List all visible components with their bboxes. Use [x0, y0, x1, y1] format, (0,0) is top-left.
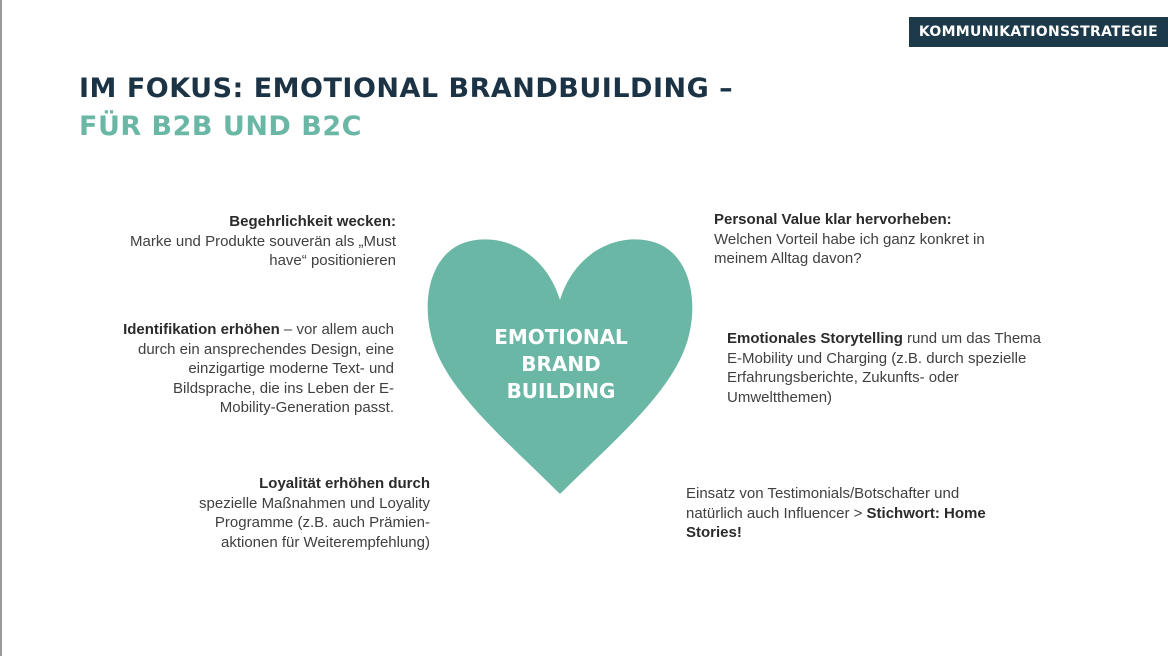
point-heading: Identifikation erhöhen — [123, 321, 280, 338]
point-text: – vor allem auch — [279, 321, 394, 338]
point-heading: Begehrlichkeit wecken: — [229, 213, 396, 230]
title-line-1: IM FOKUS: EMOTIONAL BRANDBUILDING – — [79, 73, 734, 104]
point-text: aktionen für Weiterempfehlung) — [220, 533, 430, 551]
point-text: Mobility-Generation passt. — [219, 399, 394, 416]
heart-label-line-2: BRAND — [521, 352, 601, 376]
point-text: meinem Alltag davon? — [714, 250, 862, 267]
point-text: spezielle Maßnahmen und Loyality — [199, 494, 430, 512]
point-text: natürlich auch Influencer > — [686, 504, 867, 522]
point-text: have“ positionieren — [269, 252, 396, 269]
point-personal-value: Personal Value klar hervorheben: Welchen… — [714, 210, 1044, 269]
point-text: einzigartige moderne Text- und — [188, 360, 394, 377]
point-testimonials: Einsatz von Testimonials/Botschafter und… — [686, 484, 1026, 543]
heart-shape — [427, 239, 693, 494]
point-text: Erfahrungsberichte, Zukunfts- oder — [727, 369, 959, 386]
point-storytelling: Emotionales Storytelling rund um das The… — [727, 329, 1072, 407]
point-text: Programme (z.B. auch Prämien- — [214, 514, 430, 531]
point-text: rund um das Thema — [902, 330, 1042, 347]
point-text: Marke und Produkte souverän als „Must — [130, 232, 396, 250]
point-heading: Loyalität erhöhen durch — [259, 475, 430, 492]
title-line-2: FÜR B2B UND B2C — [79, 111, 362, 142]
section-badge: KOMMUNIKATIONSSTRATEGIE — [908, 17, 1168, 47]
point-heading: Personal Value klar hervorheben: — [714, 211, 952, 228]
point-text: durch ein ansprechendes Design, eine — [137, 340, 394, 358]
point-text: Bildsprache, die ins Leben der E- — [173, 379, 394, 397]
point-loyalitaet: Loyalität erhöhen durch spezielle Maßnah… — [168, 474, 430, 552]
heart-icon — [427, 239, 693, 494]
point-heading: Emotionales Storytelling — [727, 330, 903, 347]
point-begehrlichkeit: Begehrlichkeit wecken: Marke und Produkt… — [98, 212, 396, 271]
point-heading: Stories! — [686, 524, 742, 541]
heart-label: EMOTIONAL BRAND BUILDING — [446, 324, 676, 405]
heart-label-line-3: BUILDING — [506, 379, 616, 403]
heart-label-line-1: EMOTIONAL — [494, 325, 628, 349]
point-text: Einsatz von Testimonials/Botschafter und — [686, 485, 960, 502]
point-text: Umweltthemen) — [727, 388, 833, 406]
point-heading: Stichwort: Home — [866, 504, 986, 522]
point-identifikation: Identifikation erhöhen – vor allem auch … — [94, 320, 394, 418]
point-text: Welchen Vorteil habe ich ganz konkret in — [714, 230, 985, 248]
point-text: E-Mobility und Charging (z.B. durch spez… — [727, 349, 1027, 367]
